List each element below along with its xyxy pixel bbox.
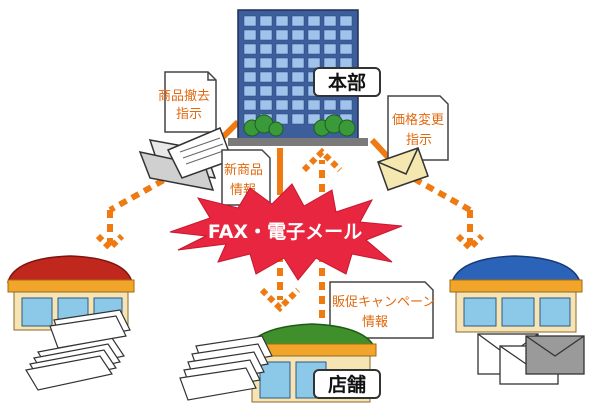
hq-window: [307, 99, 321, 111]
hq-window: [259, 43, 273, 55]
hq-window: [259, 29, 273, 41]
new-products-line1: 新商品: [224, 162, 263, 178]
hq-window: [323, 57, 337, 69]
hq-window: [307, 113, 321, 125]
document-sales-campaign: 販促キャンペーン 情報: [329, 281, 435, 339]
hq-window: [275, 43, 289, 55]
fax-machine-icon: [138, 127, 233, 191]
right-store-icon: [449, 255, 583, 333]
hq-window: [339, 57, 353, 69]
hq-window: [243, 57, 257, 69]
hq-window: [291, 99, 305, 111]
hq-window: [323, 15, 337, 27]
hq-window: [339, 99, 353, 111]
paper-stack-icon: [25, 309, 131, 391]
document-price-change: 価格変更 指示: [387, 95, 449, 161]
sales-campaign-line1: 販促キャンペーン: [332, 295, 435, 310]
arrowhead-right-store: [455, 233, 485, 253]
hq-window: [243, 71, 257, 83]
hq-window: [243, 99, 257, 111]
hq-window: [291, 15, 305, 27]
arrowhead-to-hq: [301, 147, 343, 173]
hq-window: [275, 85, 289, 97]
hq-window: [259, 57, 273, 69]
hq-window: [243, 85, 257, 97]
arrowhead-to-store: [259, 287, 301, 313]
hq-window: [339, 29, 353, 41]
hq-window: [243, 29, 257, 41]
hq-window: [323, 99, 337, 111]
hq-window: [307, 57, 321, 69]
hq-window: [259, 15, 273, 27]
hq-window: [275, 29, 289, 41]
document-new-products: 新商品 情報: [221, 149, 271, 206]
hq-window: [259, 99, 273, 111]
hq-window: [291, 43, 305, 55]
envelope-icon: [377, 147, 429, 191]
hq-window: [291, 57, 305, 69]
hq-window: [259, 85, 273, 97]
hq-window: [307, 15, 321, 27]
sales-campaign-line2: 情報: [362, 315, 388, 330]
hq-window: [275, 99, 289, 111]
price-change-line2: 指示: [406, 133, 432, 148]
hq-window: [323, 29, 337, 41]
hq-window: [275, 113, 289, 125]
hq-window: [291, 71, 305, 83]
hq-window: [275, 57, 289, 69]
hq-window: [323, 43, 337, 55]
hq-window: [339, 43, 353, 55]
document-remove-products: 商品撤去 指示: [158, 71, 217, 133]
envelopes-icon: [477, 333, 585, 385]
hq-window: [243, 43, 257, 55]
hq-window: [307, 29, 321, 41]
store-label-box: 店舗: [313, 369, 381, 399]
arrowhead-left-store: [95, 233, 125, 253]
hq-window: [275, 71, 289, 83]
center-label: FAX・電子メール: [208, 221, 362, 243]
hq-window: [339, 15, 353, 27]
fax-email-burst: FAX・電子メール: [169, 183, 403, 281]
headquarters-label-box: 本部: [313, 67, 381, 97]
remove-products-line2: 指示: [176, 107, 202, 122]
center-paper-stack-icon: [179, 335, 273, 401]
hq-window: [291, 113, 305, 125]
price-change-line1: 価格変更: [392, 112, 444, 128]
store-label: 店舗: [328, 373, 366, 396]
hq-window: [307, 43, 321, 55]
remove-products-line1: 商品撤去: [158, 88, 210, 104]
hq-window: [291, 85, 305, 97]
hq-window: [291, 29, 305, 41]
hq-window: [275, 15, 289, 27]
hq-window: [259, 71, 273, 83]
hq-window: [243, 15, 257, 27]
headquarters-label: 本部: [328, 71, 366, 94]
